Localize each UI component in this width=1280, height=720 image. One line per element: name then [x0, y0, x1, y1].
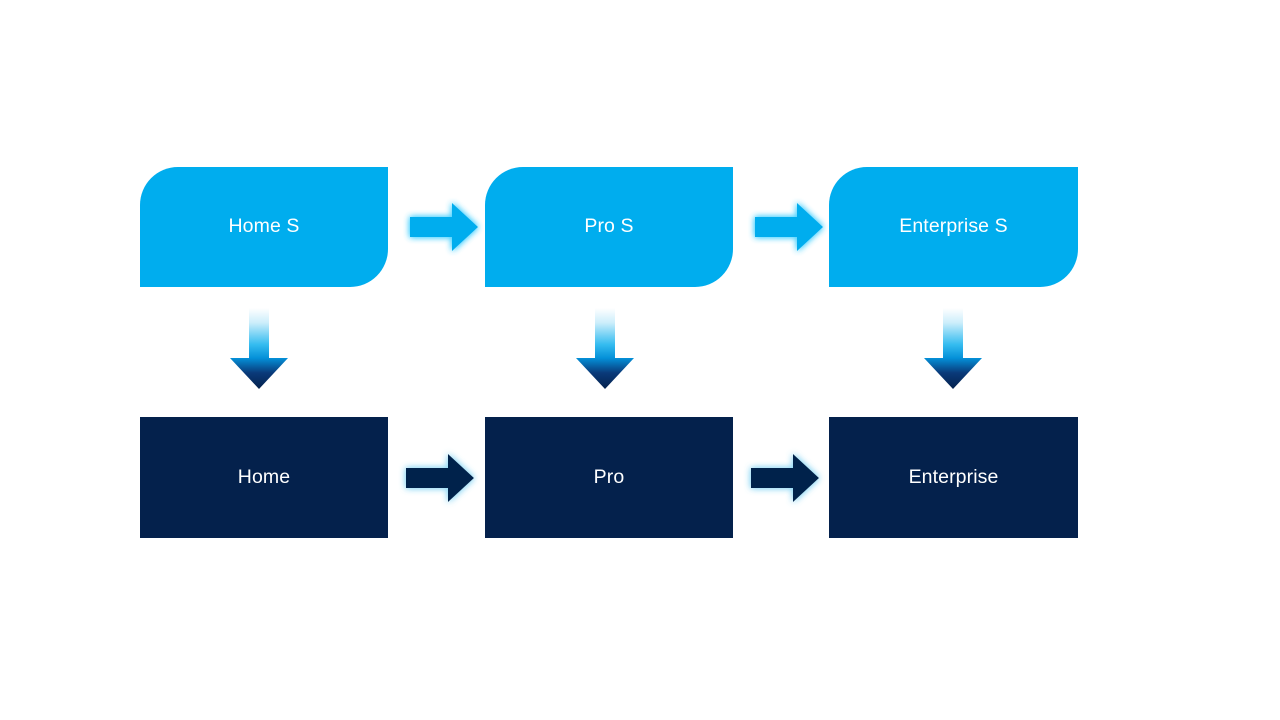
node-home-s-label: Home S [228, 215, 300, 238]
arrow-pro-s-to-enterprise-s-icon [753, 200, 825, 254]
node-home-label: Home [237, 465, 291, 488]
node-pro[interactable]: Pro [485, 417, 733, 538]
node-enterprise[interactable]: Enterprise [829, 417, 1078, 538]
arrow-enterprise-s-to-enterprise-icon [922, 308, 984, 390]
node-home[interactable]: Home [140, 417, 388, 538]
arrow-pro-to-enterprise-icon [749, 451, 821, 505]
node-enterprise-s-label: Enterprise S [899, 215, 1008, 238]
arrow-home-to-pro-icon [404, 451, 476, 505]
arrow-home-s-to-pro-s-icon [408, 200, 480, 254]
node-pro-label: Pro [593, 465, 625, 488]
node-enterprise-s[interactable]: Enterprise S [829, 167, 1078, 287]
arrow-pro-s-to-pro-icon [574, 308, 636, 390]
node-pro-s-label: Pro S [584, 215, 634, 238]
arrow-home-s-to-home-icon [228, 308, 290, 390]
node-pro-s[interactable]: Pro S [485, 167, 733, 287]
node-enterprise-label: Enterprise [908, 465, 999, 488]
node-home-s[interactable]: Home S [140, 167, 388, 287]
